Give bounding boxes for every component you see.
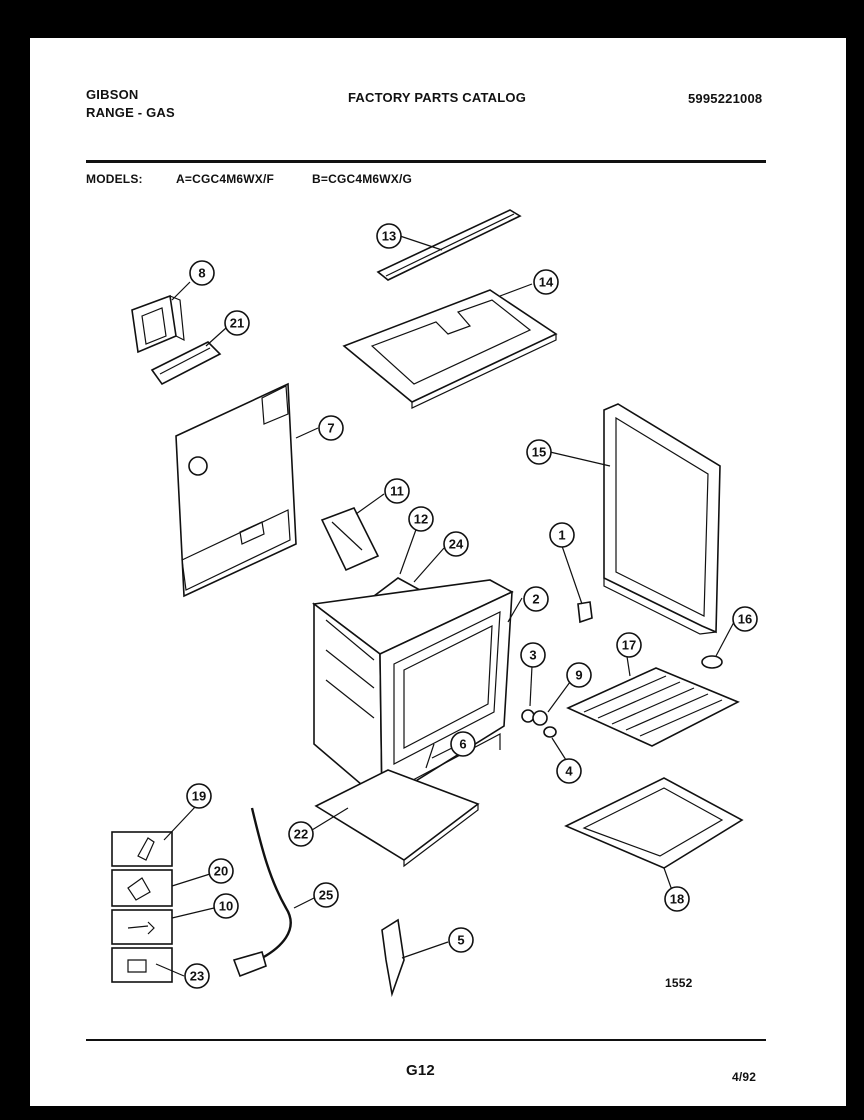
revision-date: 4/92 [732, 1070, 757, 1084]
page-code: G12 [406, 1062, 435, 1079]
models-label: MODELS: [86, 172, 143, 186]
svg-text:5: 5 [457, 933, 464, 948]
callout-10: 10 [213, 893, 239, 919]
catalog-number: 5995221008 [688, 91, 763, 106]
svg-text:25: 25 [319, 888, 333, 903]
callout-24: 24 [443, 531, 469, 557]
callout-18: 18 [664, 886, 690, 912]
callout-11: 11 [384, 478, 410, 504]
svg-text:8: 8 [198, 266, 205, 281]
footer-divider [86, 1039, 766, 1041]
callout-19: 19 [186, 783, 212, 809]
callout-21: 21 [224, 310, 250, 336]
svg-text:14: 14 [539, 275, 554, 290]
callout-15: 15 [526, 439, 552, 465]
svg-text:16: 16 [738, 612, 752, 627]
part-15-door-frame [603, 403, 721, 635]
svg-text:17: 17 [622, 638, 636, 653]
part-17-rack [566, 667, 740, 747]
callout-13: 13 [376, 223, 402, 249]
callout-23: 23 [184, 963, 210, 989]
svg-text:4: 4 [565, 764, 573, 779]
svg-text:7: 7 [327, 421, 334, 436]
svg-text:13: 13 [382, 229, 396, 244]
svg-text:2: 2 [532, 592, 539, 607]
svg-text:24: 24 [449, 537, 464, 552]
part-22-bottom-panel [314, 769, 480, 868]
part-1-clip [577, 601, 593, 624]
svg-text:19: 19 [192, 789, 206, 804]
callout-3: 3 [520, 642, 546, 668]
part-7-back-panel [175, 382, 297, 598]
callout-25: 25 [313, 882, 339, 908]
part-2-oven-body [311, 579, 514, 804]
part-11-bracket [320, 506, 380, 572]
callout-12: 12 [408, 506, 434, 532]
model-a: A=CGC4M6WX/F [176, 172, 275, 186]
svg-text:11: 11 [390, 484, 404, 499]
svg-text:10: 10 [219, 899, 233, 914]
part-5-igniter [381, 918, 405, 998]
part-25-power-cord [232, 807, 292, 978]
brand-name: GIBSON [86, 87, 139, 102]
svg-text:23: 23 [190, 969, 204, 984]
svg-text:3: 3 [529, 648, 536, 663]
parts-3-9-4-hardware [521, 709, 557, 738]
svg-text:6: 6 [459, 737, 466, 752]
callout-16: 16 [732, 606, 758, 632]
header-divider [86, 160, 766, 163]
part-18-broiler-pan [564, 777, 744, 869]
svg-text:21: 21 [230, 316, 244, 331]
callout-5: 5 [448, 927, 474, 953]
svg-text:22: 22 [294, 827, 308, 842]
catalog-title: FACTORY PARTS CATALOG [348, 90, 527, 105]
callout-2: 2 [523, 586, 549, 612]
svg-text:9: 9 [575, 668, 582, 683]
callout-1: 1 [549, 522, 575, 548]
callout-9: 9 [566, 662, 592, 688]
svg-text:12: 12 [414, 512, 428, 527]
part-21-plate [150, 341, 222, 386]
part-13-trim-strip [376, 209, 522, 281]
part-16-knob [701, 655, 723, 669]
part-6-pin [425, 743, 435, 769]
figure-number: 1552 [665, 976, 693, 990]
svg-text:15: 15 [532, 445, 546, 460]
callout-14: 14 [533, 269, 559, 295]
part-8-bracket [131, 294, 185, 354]
callout-8: 8 [189, 260, 215, 286]
svg-text:18: 18 [670, 892, 684, 907]
svg-text:20: 20 [214, 864, 228, 879]
callout-4: 4 [556, 758, 582, 784]
callout-20: 20 [208, 858, 234, 884]
product-type: RANGE - GAS [86, 105, 175, 120]
svg-text:1: 1 [558, 528, 565, 543]
callout-6: 6 [450, 731, 476, 757]
part-14-top-panel [342, 289, 558, 409]
parts-hardware-boxes [111, 831, 173, 983]
callout-22: 22 [288, 821, 314, 847]
callout-17: 17 [616, 632, 642, 658]
callout-7: 7 [318, 415, 344, 441]
model-b: B=CGC4M6WX/G [312, 172, 413, 186]
leader-lines [155, 235, 735, 977]
